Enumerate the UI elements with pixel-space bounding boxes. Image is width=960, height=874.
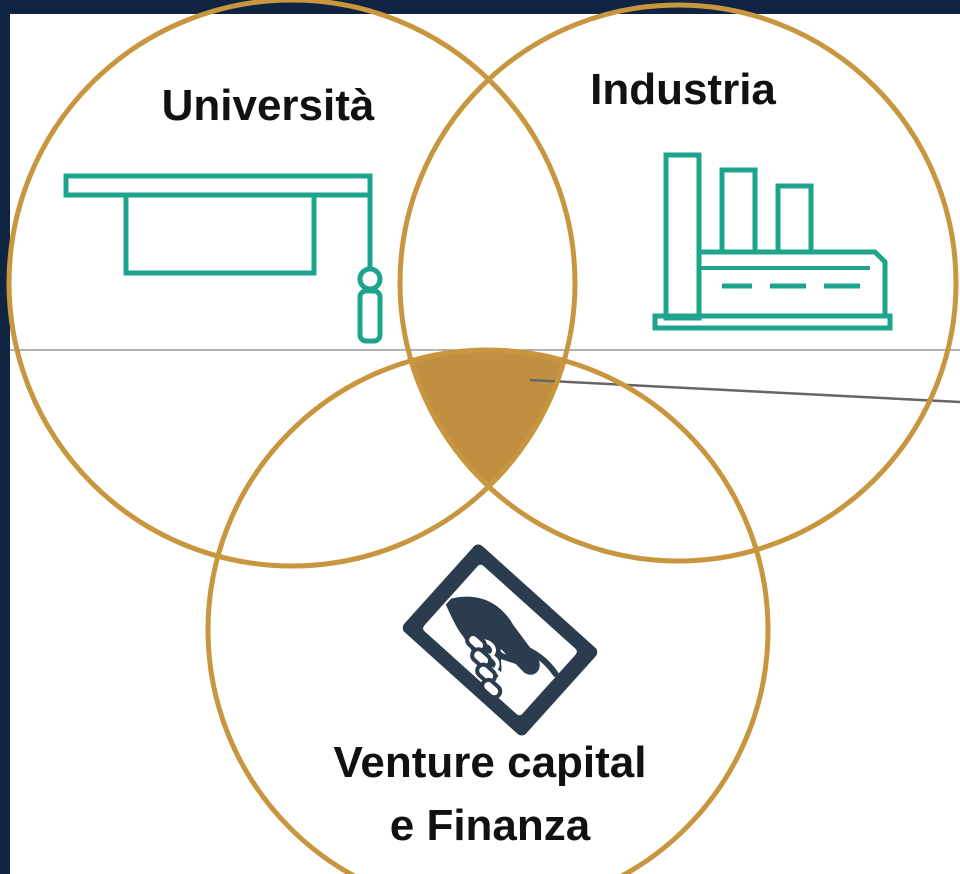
universita-label: Università [162, 81, 375, 130]
industria-label: Industria [590, 65, 776, 114]
venture-capital-circle [205, 347, 771, 874]
venture-capital-label-line2: e Finanza [390, 801, 591, 850]
universita-circle [6, 0, 578, 569]
industria-circle [397, 2, 959, 564]
venture-capital-label-line1: Venture capital [333, 738, 646, 787]
intersection-pointer-line [529, 378, 960, 404]
factory-icon [652, 152, 893, 331]
handshake-icon [402, 544, 598, 736]
graduation-cap-icon [63, 173, 383, 344]
